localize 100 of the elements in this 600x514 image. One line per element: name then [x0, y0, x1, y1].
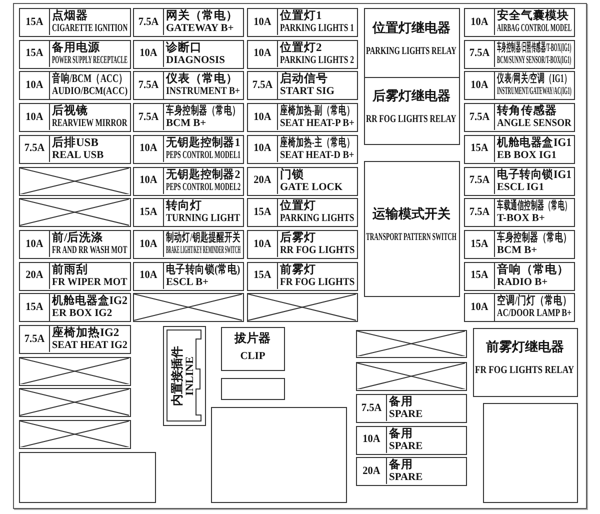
fuse-rating: 20A [252, 173, 272, 188]
fuse-rating: 10A [470, 300, 490, 315]
relay-name: 运输模式开关 [372, 206, 451, 220]
fuse-name: 制动灯/钥匙提醒开关 [166, 232, 240, 244]
fuse-rating: 10A [138, 236, 158, 252]
fuse-name: 电子转向锁IG1 [497, 170, 572, 181]
fuse-name-english: REAL USB [52, 150, 104, 162]
fuse-name: 仪表（常电） [166, 74, 238, 86]
fuse-name-english: PARKING LIGHTS [280, 214, 354, 225]
fuse-name-english: PEPS CONTROL MODEL2 [166, 182, 241, 193]
fuse-rating: 10A [138, 173, 158, 188]
fuse-name-english: ER BOX IG2 [52, 309, 112, 320]
fuse-slot [133, 40, 244, 69]
fuse-name: 备用 [389, 428, 413, 440]
fuse-name: 座椅加热-副（常电） [280, 106, 354, 118]
relay-name-english: FR FOG LIGHTS RELAY [475, 366, 574, 377]
fuse-slot [247, 103, 358, 132]
fuse-rating: 15A [24, 300, 44, 315]
fuse-slot [247, 134, 358, 164]
fuse-name: 启动信号 [280, 74, 328, 86]
fuse-name: 备用 [389, 397, 413, 408]
fuse-slot [133, 262, 244, 291]
fuse-slot [464, 198, 575, 228]
fuse-name: 位置灯1 [280, 11, 322, 22]
fuse-rating: 10A [252, 141, 272, 156]
relay-name-english: TRANSPORT PATTERN SWITCH [366, 232, 456, 244]
fuse-rating: 10A [252, 46, 272, 62]
fuse-name: 座椅加热IG2 [52, 328, 120, 340]
fuse-name: 仪表/网关/空调（IG1） [497, 74, 572, 86]
fuse-name: 音响/BCM（ACC） [52, 74, 128, 86]
fuse-name-english: SPARE [389, 410, 423, 420]
empty-slot [221, 378, 285, 400]
fuse-rating: 7.5A [468, 204, 491, 220]
fuse-name-english: BCM B+ [166, 119, 206, 130]
crossed-slot [356, 330, 467, 358]
fuse-name: 安全气囊模块 [497, 11, 569, 22]
fuse-name-english: PEPS CONTROL MODEL1 [166, 150, 241, 162]
inline-connector-box [163, 326, 206, 426]
connector-name-english: INLINE [185, 355, 196, 398]
fuse-slot [247, 71, 358, 100]
fuse-name: 后雾灯 [280, 232, 316, 244]
fuse-slot [356, 457, 467, 486]
fuse-name-english: RADIO B+ [497, 278, 548, 288]
fuse-slot [19, 262, 131, 291]
fuse-name-english: ESCL B+ [166, 278, 208, 288]
fuse-rating: 15A [252, 204, 272, 220]
fuse-name-english: BCM/SUNNY SENSOR/T-BOX(IG1) [497, 56, 572, 66]
fuse-name: 备用电源 [52, 42, 100, 54]
fuse-name: 车身控制器/日照传感器/T-BOX(IG1) [497, 42, 572, 54]
empty-slot [211, 407, 347, 503]
fuse-slot [133, 103, 244, 132]
fuse-name-english: SEAT HEAT-P B+ [280, 119, 354, 130]
fuse-name-english: START SIG [280, 87, 334, 98]
relay-slot [364, 8, 460, 78]
fuse-name-english: T-BOX B+ [497, 214, 545, 225]
relay-name-english: PARKING LIGHTS RELAY [366, 46, 456, 58]
fuse-slot [19, 40, 131, 69]
fuse-name: 车身控制器（常电） [497, 232, 572, 244]
fuse-slot [19, 325, 131, 354]
crossed-slot [19, 388, 131, 418]
fuse-rating: 7.5A [468, 46, 491, 62]
fuse-name-english: ANGLE SENSOR [497, 119, 572, 130]
fuse-name-english: SEAT HEAT-D B+ [280, 150, 354, 162]
crossed-slot [19, 356, 131, 386]
fuse-slot [19, 8, 131, 37]
crossed-slot [133, 293, 244, 322]
fuse-name: 转向灯 [166, 201, 202, 213]
fuse-name: 车身控制器（常电） [166, 106, 240, 118]
fuse-name-english: DIAGNOSIS [166, 56, 225, 66]
relay-slot [364, 161, 460, 297]
fuse-name: 后视镜 [52, 106, 88, 118]
connector-name: 内置接插件 [171, 344, 184, 408]
fuse-rating: 7.5A [251, 78, 274, 94]
fuse-slot [247, 262, 358, 291]
fuse-slot [19, 230, 131, 259]
fuse-rating: 7.5A [23, 141, 46, 156]
fuse-rating: 15A [24, 46, 44, 62]
fuse-rating: 20A [362, 464, 382, 479]
fuse-rating: 10A [24, 110, 44, 125]
fuse-rating: 15A [138, 204, 158, 220]
fuse-rating: 15A [24, 14, 44, 30]
relay-name: 前雾灯继电器 [486, 340, 564, 354]
crossed-slot [19, 420, 131, 450]
fuse-name-english: GATE LOCK [280, 182, 343, 193]
fuse-name-english: FR WIPER MOT [52, 278, 128, 288]
fuse-name-english: INSTRUMENT/GATEWAY/AC(IG1) [497, 87, 572, 98]
fuse-name-english: GATEWAY B+ [166, 24, 234, 34]
fuse-slot [19, 103, 131, 132]
fuse-slot [247, 40, 358, 69]
fuse-name-english: RR FOG LIGHTS [280, 246, 355, 256]
fuse-name: 无钥匙控制器1 [166, 138, 240, 150]
fuse-slot [247, 8, 358, 37]
fuse-slot [356, 394, 467, 423]
fuse-name-english: PARKING LIGHTS 1 [280, 24, 354, 34]
fuse-slot [464, 71, 575, 100]
fuse-name-english: INSTRUMENT B+ [166, 87, 240, 98]
fuse-name: 座椅加热-主（常电） [280, 138, 354, 150]
fuse-rating: 10A [138, 141, 158, 156]
fuse-slot [464, 262, 575, 291]
fuse-slot [19, 134, 131, 164]
